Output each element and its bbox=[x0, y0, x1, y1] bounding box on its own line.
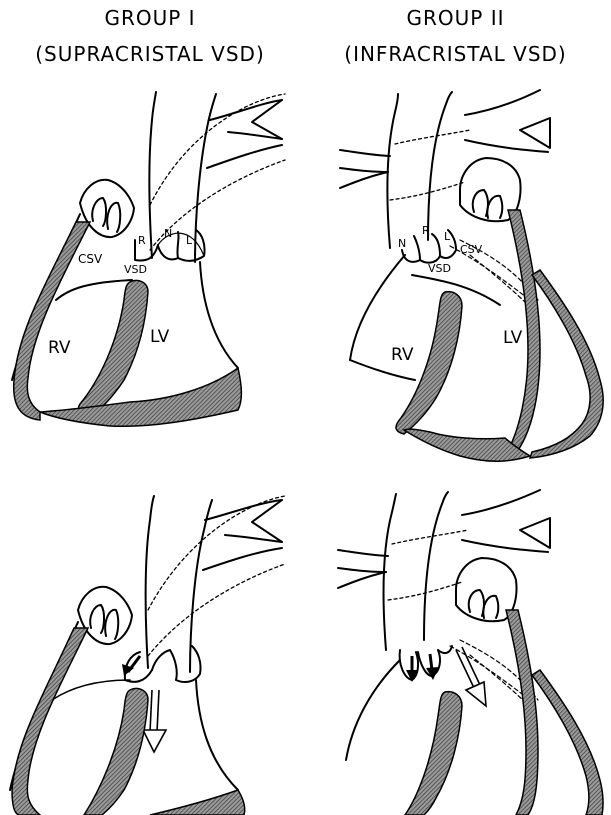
septum-bottom-left bbox=[12, 628, 245, 815]
shunt-arrow-icon bbox=[466, 682, 486, 706]
septum-top-right bbox=[396, 210, 603, 461]
label-l-top-right: L bbox=[444, 230, 451, 243]
aorta-wall-left bbox=[149, 92, 156, 258]
label-lv-top-left: LV bbox=[150, 327, 170, 347]
label-vsd-top-right: VSD bbox=[428, 262, 451, 275]
label-r-top-right: R bbox=[422, 224, 430, 237]
septum-top-left bbox=[14, 222, 242, 426]
label-l-top-left: L bbox=[186, 234, 193, 247]
label-csv-top-right: CSV bbox=[460, 243, 483, 256]
label-lv-top-right: LV bbox=[503, 328, 523, 348]
label-vsd-top-left: VSD bbox=[124, 263, 147, 276]
label-rv-top-left: RV bbox=[48, 338, 71, 358]
label-csv-top-left: CSV bbox=[78, 252, 103, 266]
label-n-top-left: N bbox=[164, 227, 172, 240]
septum-bottom-right bbox=[405, 610, 603, 815]
heart-top-left bbox=[12, 92, 285, 380]
shunt-arrow-icon bbox=[143, 730, 166, 752]
heart-bottom-left bbox=[10, 496, 285, 790]
label-r-top-left: R bbox=[138, 234, 146, 247]
label-n-top-right: N bbox=[398, 237, 406, 250]
label-rv-top-right: RV bbox=[391, 345, 414, 365]
